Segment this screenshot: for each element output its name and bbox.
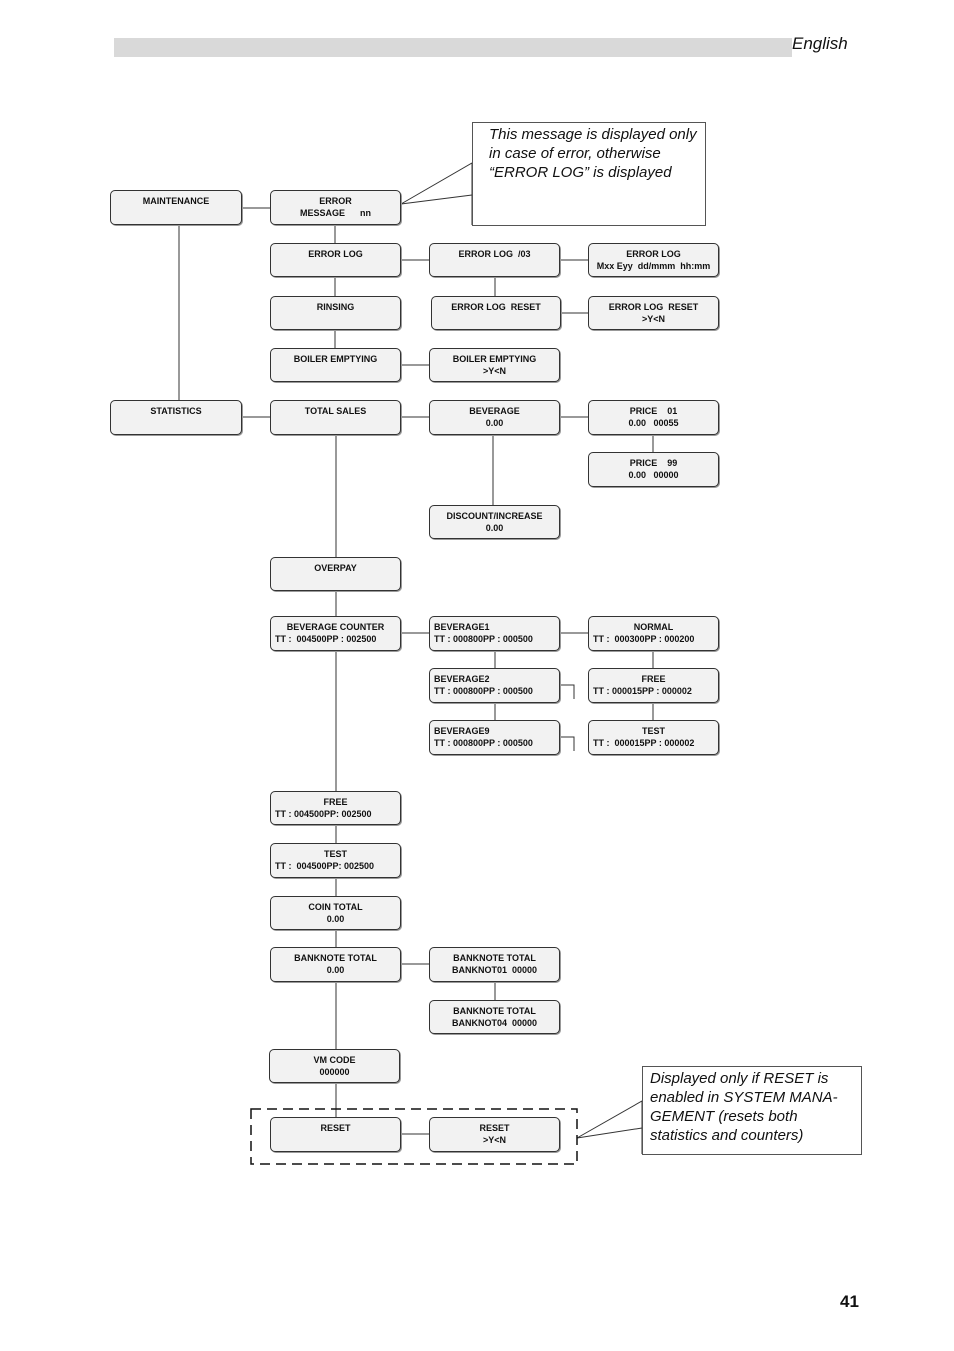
boiler-emptying-box: BOILER EMPTYING bbox=[270, 348, 401, 382]
reset-box: RESET bbox=[270, 1117, 401, 1152]
overpay-box: OVERPAY bbox=[270, 557, 401, 591]
reset-yn-box: RESET>Y<N bbox=[429, 1117, 560, 1152]
header-bar bbox=[114, 38, 792, 57]
statistics-box: STATISTICS bbox=[110, 400, 242, 435]
boiler-emptying-yn-box: BOILER EMPTYING>Y<N bbox=[429, 348, 560, 382]
language-label: English bbox=[792, 34, 848, 53]
error-log-reset-yn-box: ERROR LOG RESET>Y<N bbox=[588, 296, 719, 330]
reset-dashed-frame bbox=[250, 1108, 578, 1165]
rinsing-box: RINSING bbox=[270, 296, 401, 330]
reset-note: Displayed only if RESET is enabled in SY… bbox=[642, 1066, 862, 1155]
error-log-03-box: ERROR LOG /03 bbox=[429, 243, 560, 277]
page-number: 41 bbox=[840, 1292, 859, 1311]
error-log-box: ERROR LOG bbox=[270, 243, 401, 277]
maintenance-box: MAINTENANCE bbox=[110, 190, 242, 225]
error-log-reset-box: ERROR LOG RESET bbox=[431, 296, 561, 330]
total-sales-box: TOTAL SALES bbox=[270, 400, 401, 435]
error-note: This message is displayed only in case o… bbox=[472, 122, 706, 226]
